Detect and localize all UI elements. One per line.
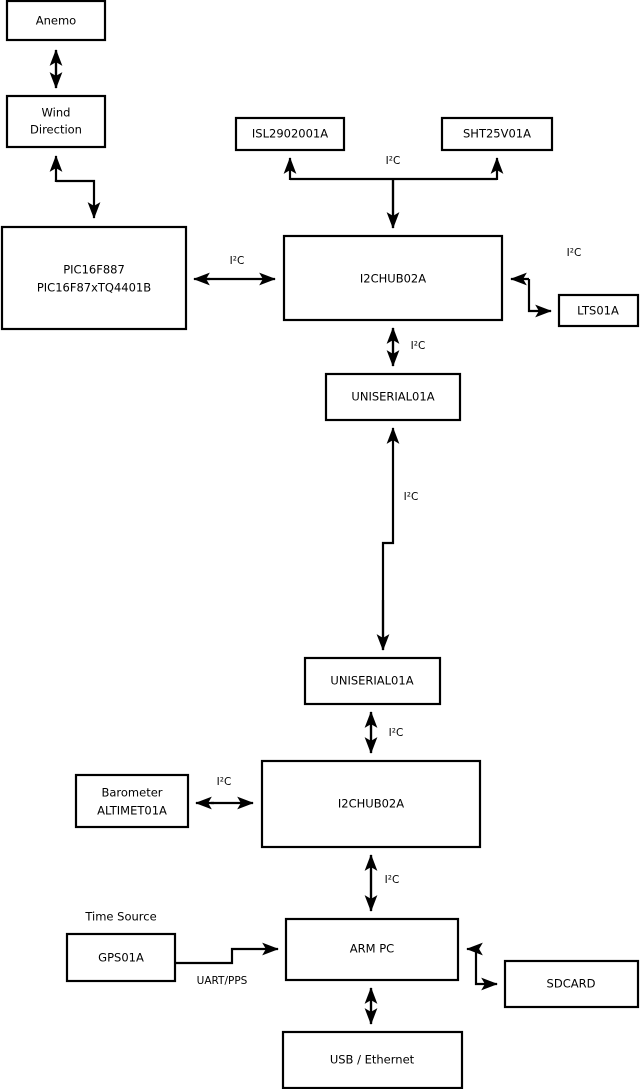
node-pic-mcu[interactable]: PIC16F887 PIC16F87xTQ4401B	[0, 225, 188, 331]
node-uniserial01a-lower-box[interactable]	[303, 656, 442, 706]
edge-barometer-hub2: I²C	[195, 776, 254, 810]
node-arm-pc[interactable]: ARM PC	[284, 917, 460, 982]
node-sht25v01a-label: SHT25V01A	[463, 127, 531, 141]
edge-armpc-sdcard	[466, 942, 498, 991]
free-labels-layer: Time Source	[84, 910, 156, 924]
node-anemo-box[interactable]	[5, 0, 107, 42]
edge-gps-armpc: UART/PPS	[175, 942, 279, 987]
edge-label-pic-hub: I²C	[230, 255, 245, 267]
edge-arrow-up-to-uniserial-upper	[381, 427, 400, 650]
node-i2chub02a-bottom-box[interactable]	[260, 759, 482, 849]
node-gps01a-box[interactable]	[65, 932, 177, 983]
edge-label-barometer-hub2: I²C	[217, 776, 232, 788]
node-uniserial01a-upper-box[interactable]	[324, 372, 462, 422]
edge-wind-pic	[49, 155, 101, 219]
node-uniserial01a-upper[interactable]: UNISERIAL01A	[324, 372, 462, 422]
edge-label-hub-uniserial: I²C	[411, 340, 426, 352]
node-barometer-label-line2: ALTIMET01A	[97, 804, 167, 818]
node-pic-mcu-label-line1: PIC16F887	[63, 263, 125, 277]
node-pic-mcu-label-line2: PIC16F87xTQ4401B	[37, 281, 151, 295]
node-lts01a-box[interactable]	[557, 293, 640, 328]
node-barometer[interactable]: Barometer ALTIMET01A	[74, 773, 190, 829]
node-gps01a-label: GPS01A	[98, 951, 144, 965]
edge-arrow-to-armpc	[175, 942, 279, 965]
node-isl2902001a-box[interactable]	[234, 116, 346, 152]
edge-label-hub-sensors: I²C	[386, 155, 401, 167]
node-i2chub02a-bottom-label: I2CHUB02A	[338, 797, 404, 811]
edge-hub-lts: I²C	[510, 247, 582, 318]
node-isl2902001a[interactable]: ISL2902001A	[234, 116, 346, 152]
node-barometer-label-line1: Barometer	[101, 786, 162, 800]
node-sht25v01a-box[interactable]	[440, 116, 554, 152]
node-anemo-label: Anemo	[36, 14, 76, 28]
node-lts01a[interactable]: LTS01A	[557, 293, 640, 328]
node-sdcard-label: SDCARD	[547, 977, 596, 991]
node-anemo[interactable]: Anemo	[5, 0, 107, 42]
node-wind-direction[interactable]: Wind Direction	[5, 94, 107, 149]
edge-label-hub-lts: I²C	[567, 247, 582, 259]
node-i2chub02a-bottom[interactable]: I2CHUB02A	[260, 759, 482, 849]
edge-hub-uniserial: I²C	[386, 327, 426, 367]
edge-hub-sensors: I²C	[283, 155, 504, 229]
edge-label-uniserial-hub2: I²C	[389, 727, 404, 739]
node-arm-pc-label: ARM PC	[350, 942, 394, 956]
node-gps01a[interactable]: GPS01A	[65, 932, 177, 983]
node-usb-ethernet[interactable]: USB / Ethernet	[281, 1030, 464, 1089]
edge-label-gps-armpc: UART/PPS	[197, 975, 248, 987]
node-sdcard-box[interactable]	[503, 959, 640, 1009]
node-wind-direction-label-line1: Wind	[42, 106, 71, 120]
node-pic-mcu-box[interactable]	[0, 225, 188, 331]
node-wind-direction-box[interactable]	[5, 94, 107, 149]
node-uniserial01a-lower[interactable]: UNISERIAL01A	[303, 656, 442, 706]
node-barometer-box[interactable]	[74, 773, 190, 829]
edge-arrow-to-lts	[527, 279, 552, 318]
node-isl2902001a-label: ISL2902001A	[252, 127, 328, 141]
node-lts01a-label: LTS01A	[577, 304, 619, 318]
node-sht25v01a[interactable]: SHT25V01A	[440, 116, 554, 152]
node-sdcard[interactable]: SDCARD	[503, 959, 640, 1009]
edge-arrow-into-pic	[54, 179, 101, 219]
edge-label-uniserial-uniserial: I²C	[404, 491, 419, 503]
edge-hub2-armpc: I²C	[364, 854, 400, 912]
edge-pic-hub: I²C	[193, 255, 276, 286]
edges-layer: I²C I²C I²C I²C	[49, 49, 582, 1025]
node-uniserial01a-upper-label: UNISERIAL01A	[351, 390, 434, 404]
edge-uniserial-hub2: I²C	[364, 711, 404, 754]
edge-label-hub2-armpc: I²C	[385, 874, 400, 886]
node-i2chub02a-top-label: I2CHUB02A	[360, 272, 426, 286]
edge-arrow-to-sdcard	[474, 949, 498, 991]
node-usb-ethernet-box[interactable]	[281, 1030, 464, 1089]
node-wind-direction-label-line2: Direction	[30, 123, 82, 137]
node-uniserial01a-lower-label: UNISERIAL01A	[330, 674, 413, 688]
time-source-label: Time Source	[84, 910, 156, 924]
node-i2chub02a-top-box[interactable]	[282, 234, 504, 322]
edge-uniserial-uniserial: I²C	[376, 427, 419, 651]
node-usb-ethernet-label: USB / Ethernet	[330, 1053, 415, 1067]
node-arm-pc-box[interactable]	[284, 917, 460, 982]
node-i2chub02a-top[interactable]: I2CHUB02A	[282, 234, 504, 322]
